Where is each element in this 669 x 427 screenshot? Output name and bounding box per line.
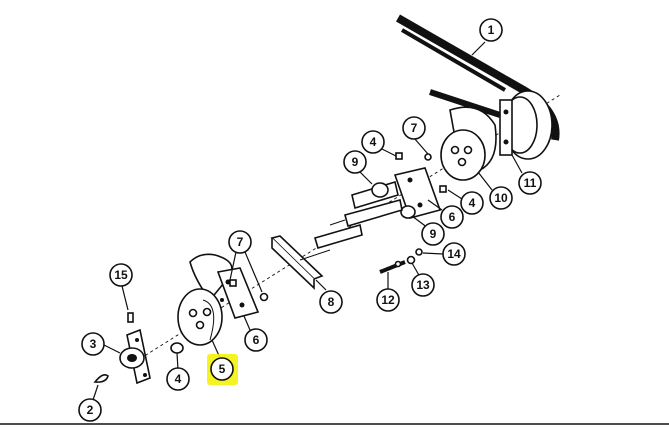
callout-4-lower: 4 [166, 367, 190, 391]
pulley [499, 90, 553, 160]
svg-text:6: 6 [449, 210, 456, 224]
svg-text:6: 6 [253, 333, 260, 347]
callout-13: 13 [411, 273, 435, 297]
svg-text:12: 12 [381, 293, 395, 307]
svg-text:4: 4 [370, 135, 377, 149]
svg-text:7: 7 [411, 121, 418, 135]
callout-5: 5 [210, 357, 234, 381]
impeller [177, 253, 233, 346]
svg-text:5: 5 [219, 362, 226, 376]
svg-text:4: 4 [469, 196, 476, 210]
bearing-plate-lower [216, 267, 260, 319]
callout-14: 14 [442, 242, 466, 266]
bolt-hardware [379, 248, 423, 274]
callout-2: 2 [78, 398, 102, 422]
callout-3: 3 [81, 332, 105, 356]
callout-12: 12 [376, 288, 400, 312]
callout-8: 8 [319, 290, 343, 314]
key [93, 374, 109, 383]
svg-text:2: 2 [87, 403, 94, 417]
svg-text:14: 14 [447, 247, 461, 261]
callout-6-upper: 6 [440, 205, 464, 229]
svg-text:9: 9 [430, 227, 437, 241]
callout-9-lower: 9 [421, 222, 445, 246]
mounting-bar [270, 235, 331, 290]
callout-11: 11 [518, 171, 542, 195]
svg-text:7: 7 [237, 235, 244, 249]
callout-10: 10 [489, 186, 513, 210]
callout-1: 1 [479, 18, 503, 42]
svg-text:9: 9 [352, 155, 359, 169]
small-hardware-upper [395, 152, 447, 193]
set-screw [127, 312, 134, 323]
svg-text:15: 15 [114, 268, 128, 282]
callout-6-lower: 6 [244, 328, 268, 352]
callout-4-right: 4 [460, 191, 484, 215]
rotor-cup [440, 106, 497, 181]
svg-text:13: 13 [416, 278, 430, 292]
callout-9-upper: 9 [343, 150, 367, 174]
svg-text:1: 1 [488, 23, 495, 37]
callout-4-upper: 4 [361, 130, 385, 154]
shaft-assembly [314, 180, 416, 249]
callout-7-upper: 7 [402, 116, 426, 140]
svg-text:11: 11 [524, 176, 537, 190]
callout-7-lower: 7 [228, 230, 252, 254]
svg-text:4: 4 [175, 372, 182, 386]
svg-text:10: 10 [494, 191, 508, 205]
bearing-block [119, 328, 151, 385]
leader-lines [92, 41, 523, 401]
svg-text:8: 8 [328, 295, 335, 309]
svg-text:3: 3 [90, 337, 97, 351]
callout-15: 15 [109, 263, 133, 287]
